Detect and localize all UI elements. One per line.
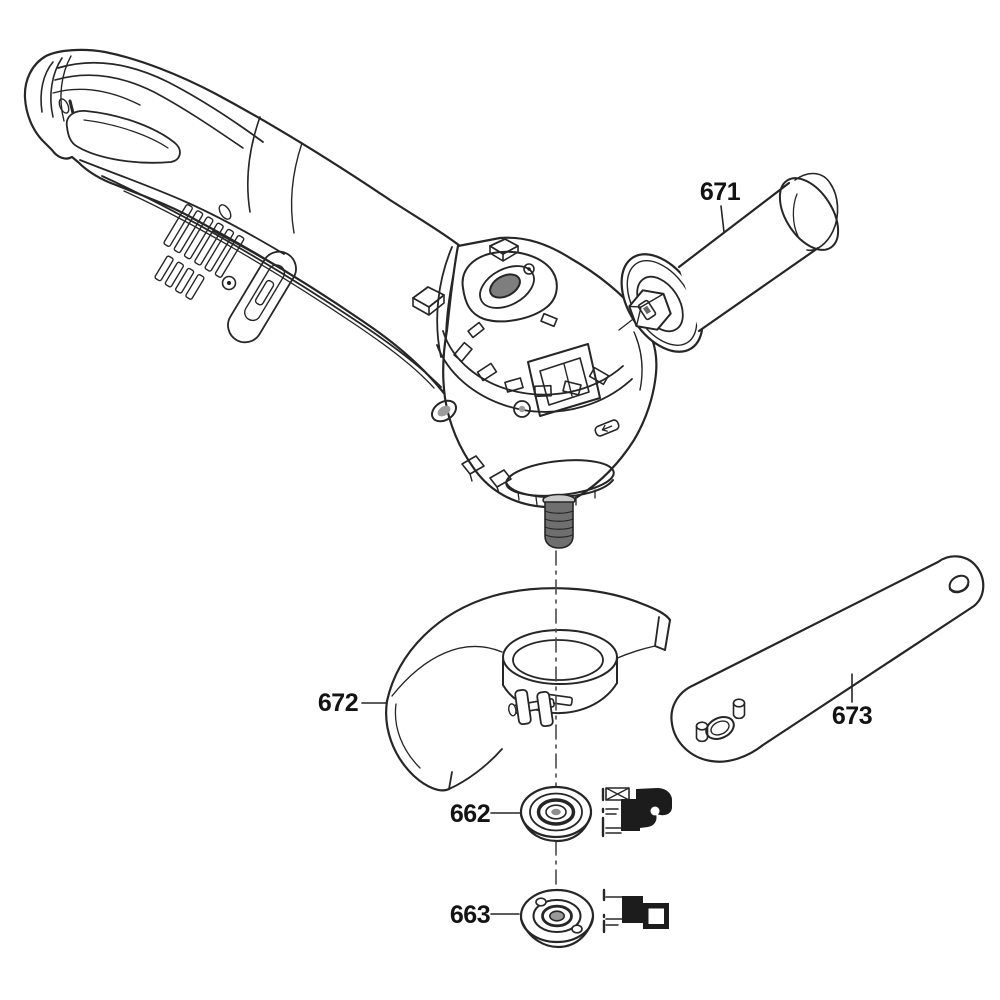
label-flange: 662 — [450, 800, 490, 828]
part-labels: 671 672 673 662 663 — [318, 178, 873, 929]
wrench-pin — [695, 721, 709, 743]
handle-clamp-nut — [628, 289, 672, 331]
rotation-arrow-slot — [594, 419, 620, 437]
leader-side-handle — [720, 205, 725, 233]
grinder-body — [23, 48, 462, 411]
wrench-pin — [732, 698, 746, 720]
flange-cross-section-icon — [601, 787, 672, 838]
pin-wrench — [670, 555, 985, 763]
side-panel-trim — [227, 250, 297, 344]
label-wrench: 673 — [832, 702, 872, 730]
vent-louvers — [154, 204, 245, 300]
label-guard: 672 — [318, 689, 358, 717]
grip-opening — [65, 110, 181, 164]
guard-clamp-band — [502, 629, 618, 728]
nut-cross-section-icon — [602, 888, 669, 934]
gear-head — [412, 236, 658, 549]
wheel-guard — [385, 587, 672, 792]
label-nut: 663 — [450, 901, 490, 929]
label-side-handle: 671 — [700, 178, 741, 206]
side-handle — [620, 172, 840, 353]
spindle — [542, 493, 576, 549]
clamping-nut — [519, 888, 595, 949]
backing-flange — [519, 785, 593, 843]
